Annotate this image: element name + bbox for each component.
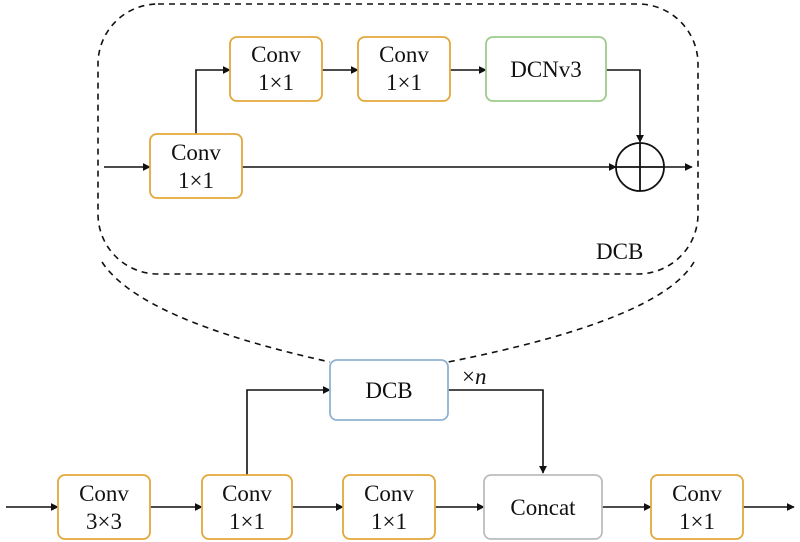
svg-text:1×1: 1×1	[229, 509, 265, 534]
svg-text:1×1: 1×1	[178, 168, 214, 193]
svg-text:Concat: Concat	[510, 495, 576, 520]
dcb-conv-b-box: Conv 1×1	[357, 36, 451, 102]
svg-text:Conv: Conv	[672, 481, 722, 506]
svg-text:Conv: Conv	[79, 481, 129, 506]
conv-3x3-box: Conv 3×3	[57, 474, 151, 540]
svg-text:3×3: 3×3	[86, 509, 122, 534]
svg-text:Conv: Conv	[364, 481, 414, 506]
conv1-to-dcb-arrow	[246, 386, 331, 475]
conv-1x1-output-box: Conv 1×1	[650, 474, 744, 540]
dcb-conv-in-box: Conv 1×1	[149, 133, 243, 199]
dcb-conv-a-box: Conv 1×1	[229, 36, 323, 102]
svg-text:Conv: Conv	[222, 481, 272, 506]
concat-box: Concat	[483, 474, 603, 540]
dcb-dcn-to-sum-arrow	[606, 69, 644, 143]
dcb-branch-arrow	[195, 66, 231, 134]
dcb-detail-frame	[97, 3, 699, 275]
svg-text:1×1: 1×1	[258, 70, 294, 95]
expansion-curve-left	[101, 261, 331, 363]
circle-plus-icon	[615, 142, 665, 192]
svg-text:1×1: 1×1	[679, 509, 715, 534]
svg-text:1×1: 1×1	[386, 70, 422, 95]
dcb-to-concat-arrow	[448, 389, 547, 474]
svg-text:Conv: Conv	[379, 42, 429, 67]
svg-text:Conv: Conv	[171, 140, 221, 165]
dcb-box: DCB	[329, 359, 449, 421]
dcb-detail-label: DCB	[596, 239, 643, 264]
svg-text:Conv: Conv	[251, 42, 301, 67]
expansion-curve-right	[447, 261, 695, 363]
repeat-n-label: ×n	[462, 364, 486, 389]
conv-1x1-first-box: Conv 1×1	[201, 474, 293, 540]
svg-text:DCB: DCB	[365, 378, 412, 403]
svg-text:DCNv3: DCNv3	[510, 57, 582, 82]
svg-text:1×1: 1×1	[371, 509, 407, 534]
dcb-dcnv3-box: DCNv3	[485, 36, 607, 102]
conv-1x1-second-box: Conv 1×1	[342, 474, 436, 540]
